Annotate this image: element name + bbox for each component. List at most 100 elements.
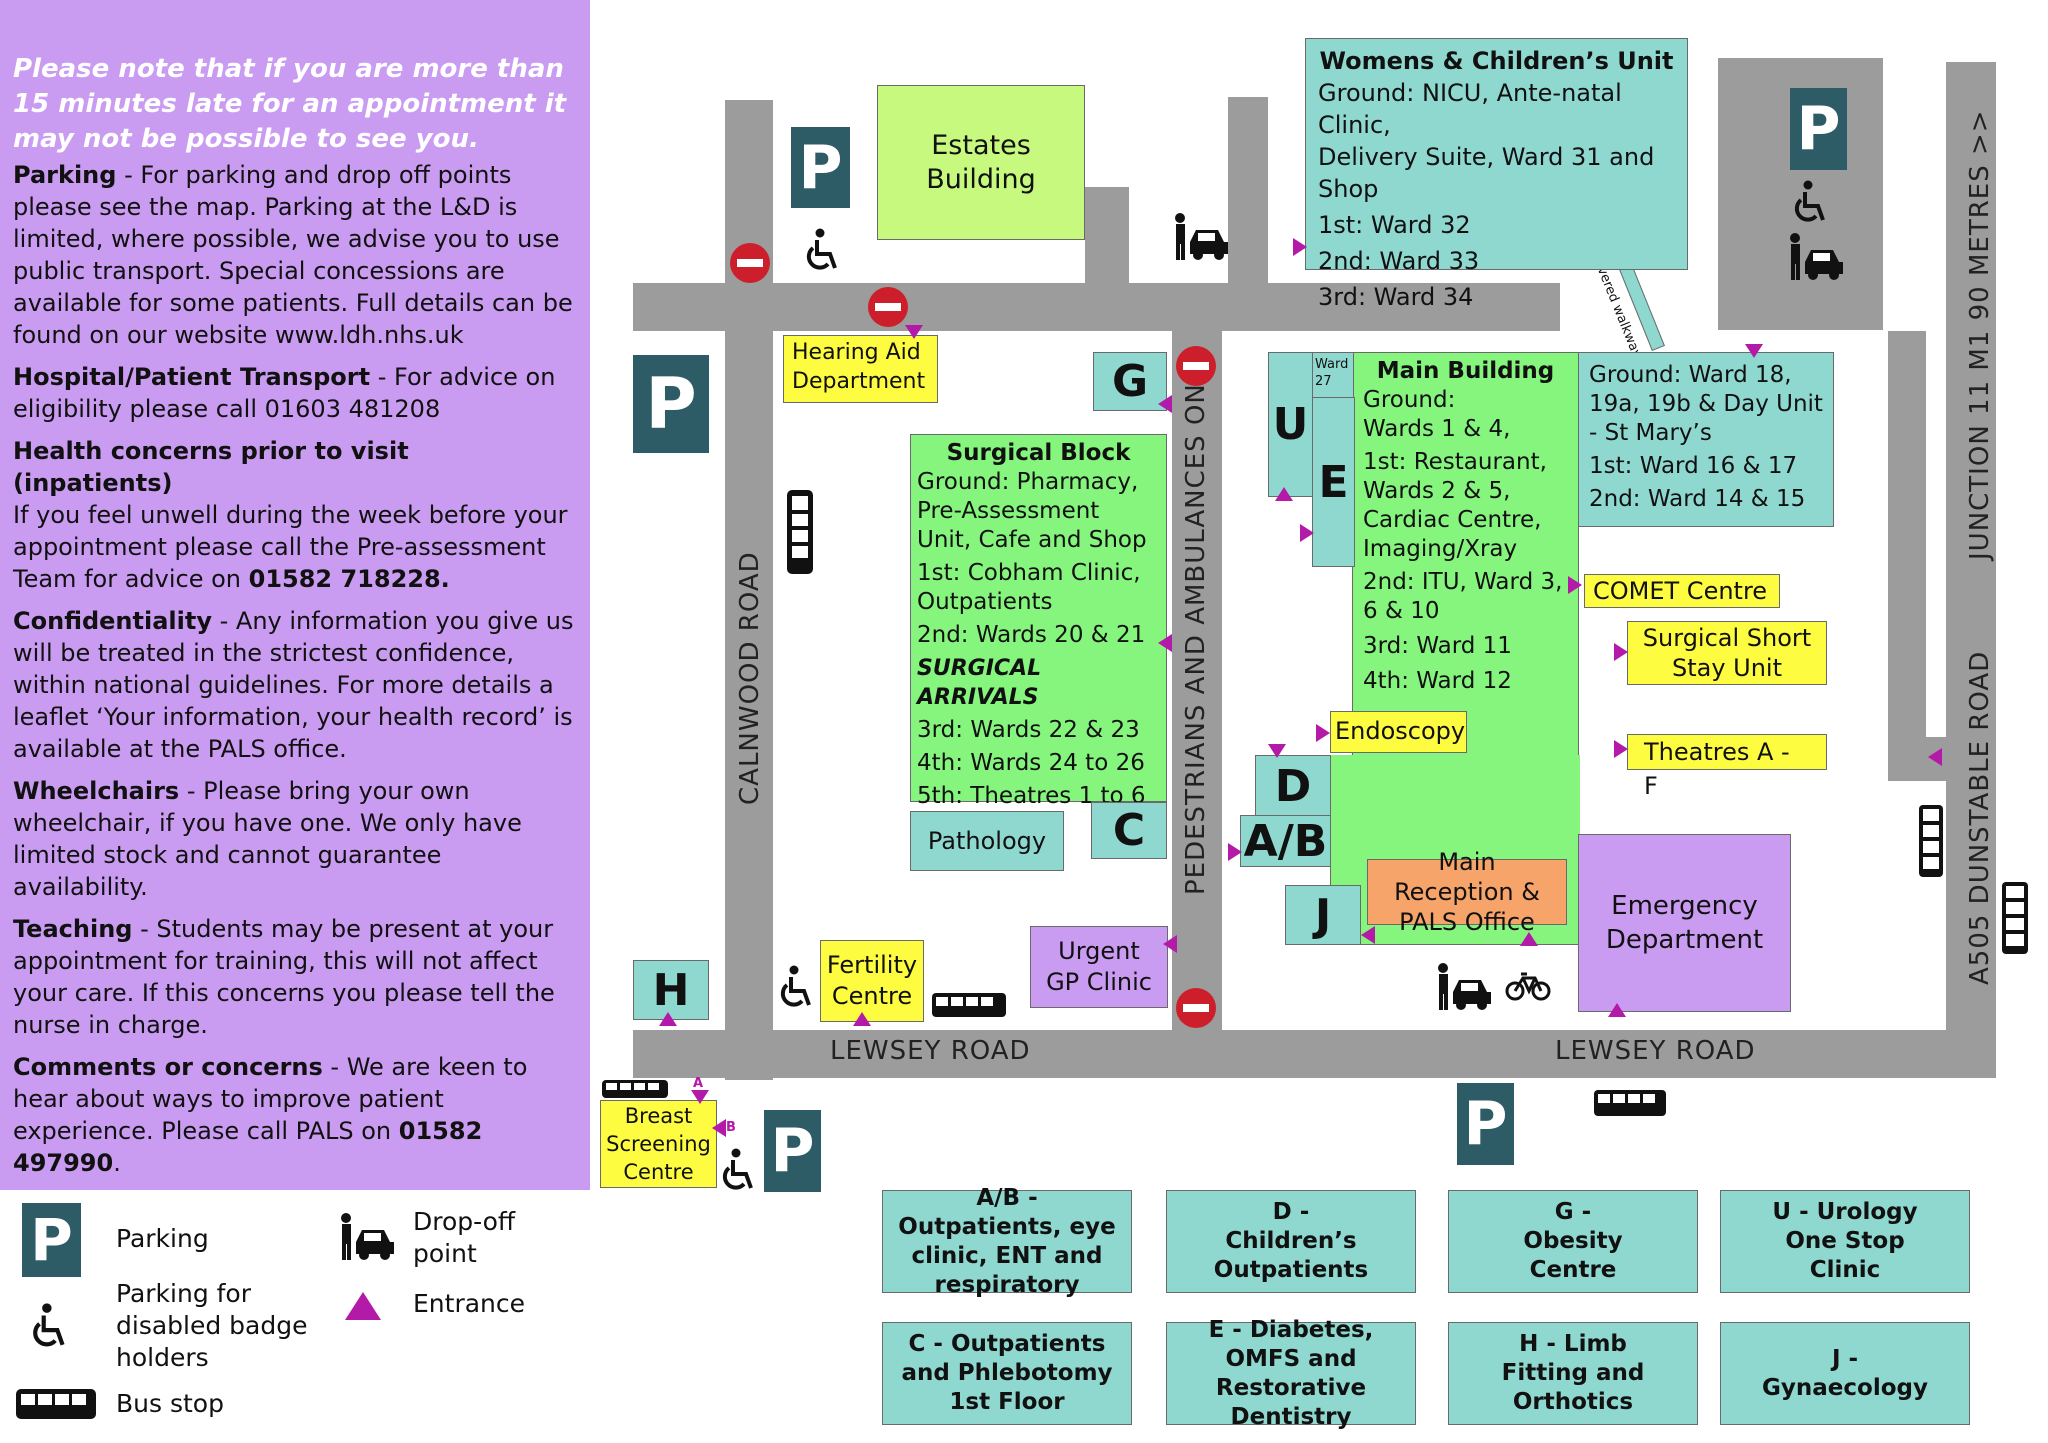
entrance-b-label: B [726, 1120, 736, 1135]
entrance-marker [691, 1090, 709, 1104]
parking-icon: P [791, 127, 850, 208]
bus-stop-icon [2000, 880, 2030, 956]
pedestrians-road-label: PEDESTRIANS AND AMBULANCES ONLY [1181, 354, 1211, 895]
key-h: H - Limb Fitting and Orthotics [1448, 1322, 1698, 1425]
no-entry-icon [730, 243, 770, 283]
bicycle-icon [1505, 970, 1551, 1002]
hearing-aid-department: Hearing Aid Department [783, 335, 938, 403]
legend-parking-icon: P [22, 1203, 81, 1277]
entrance-marker [1316, 724, 1330, 742]
calnwood-road-label: CALNWOOD ROAD [735, 551, 765, 805]
womens-childrens-unit: Womens & Children’s Unit Ground: NICU, A… [1305, 38, 1688, 311]
legend-bus-label: Bus stop [116, 1389, 224, 1418]
surgical-block: Surgical Block Ground: Pharmacy, Pre-Ass… [910, 434, 1167, 809]
block-h: H [633, 960, 709, 1020]
main-title: Main Building [1376, 358, 1555, 384]
bus-stop-icon [785, 488, 817, 576]
drop-off-icon [1787, 232, 1845, 282]
key-j: J - Gynaecology [1720, 1322, 1970, 1425]
road-top-horizontal [633, 283, 1560, 331]
entrance-marker [905, 325, 923, 339]
entrance-marker [1614, 740, 1628, 758]
key-u: U - Urology One Stop Clinic [1720, 1190, 1970, 1293]
road-estates-spur-top [1085, 187, 1129, 227]
urgent-gp-clinic: Urgent GP Clinic [1030, 926, 1168, 1008]
wheelchair-icon [718, 1148, 760, 1194]
bus-stop-icon [1592, 1088, 1668, 1120]
entrance-marker [1228, 843, 1242, 861]
block-g: G [1093, 352, 1167, 411]
junction-label: JUNCTION 11 M1 90 METRES >> [1965, 109, 1995, 560]
bus-stop-icon [930, 991, 1008, 1021]
info-comments: Comments or concerns - We are keen to he… [13, 1053, 528, 1177]
wheelchair-icon [802, 228, 844, 274]
entrance-marker [1158, 395, 1172, 413]
parking-icon: P [1790, 88, 1847, 170]
estates-building: Estates Building [877, 85, 1085, 240]
endoscopy: Endoscopy [1330, 711, 1467, 753]
dunstable-road-label: A505 DUNSTABLE ROAD [1965, 650, 1995, 985]
main-reception-pals: Main Reception & PALS Office [1367, 848, 1567, 936]
drop-off-icon [1435, 962, 1493, 1012]
road-womens-spur [1228, 97, 1268, 287]
legend-dropoff-label: Drop-off point [413, 1207, 516, 1268]
emergency-department: Emergency Department [1578, 834, 1791, 1012]
bus-stop-icon [1917, 803, 1945, 879]
pedestrian-road [1172, 331, 1222, 1071]
entrance-marker [1163, 935, 1177, 953]
parking-icon: P [1457, 1083, 1514, 1165]
entrance-a-label: A [693, 1076, 704, 1091]
lewsey-road-label-left: LEWSEY ROAD [830, 1036, 1031, 1066]
ward-27: Ward 27 [1312, 352, 1354, 398]
breast-screening-centre: Breast Screening Centre [600, 1100, 717, 1188]
road-east-spur [1888, 331, 1926, 741]
entrance-marker [853, 1012, 871, 1026]
block-ab: A/B [1240, 815, 1331, 867]
entrance-marker [1614, 643, 1628, 661]
block-u: U [1268, 352, 1313, 497]
info-panel: Please note that if you are more than 15… [0, 0, 590, 1190]
key-g: G - Obesity Centre [1448, 1190, 1698, 1293]
wheelchair-icon [776, 965, 818, 1011]
entrance-marker [1568, 576, 1582, 594]
entrance-marker [712, 1119, 726, 1137]
entrance-marker [1300, 524, 1314, 542]
legend-drop-off-icon [338, 1212, 396, 1262]
key-e: E - Diabetes, OMFS and Restorative Denti… [1166, 1317, 1416, 1430]
womens-title: Womens & Children’s Unit [1319, 47, 1674, 75]
st-marys-block: Ground: Ward 18, 19a, 19b & Day Unit - S… [1578, 352, 1834, 527]
fertility-centre: Fertility Centre [820, 940, 924, 1022]
theatres-a-f: Theatres A - F [1627, 734, 1827, 800]
legend-wheelchair-icon [28, 1302, 72, 1352]
key-ab: A/B - Outpatients, eye clinic, ENT and r… [882, 1185, 1132, 1298]
parking-icon: P [633, 355, 709, 453]
key-d: D - Children’s Outpatients [1166, 1190, 1416, 1293]
key-c: C - Outpatients and Phlebotomy 1st Floor [882, 1322, 1132, 1425]
no-entry-icon [1176, 988, 1216, 1028]
info-wheelchairs: Wheelchairs - Please bring your own whee… [13, 777, 522, 901]
info-confidentiality: Confidentiality - Any information you gi… [13, 607, 574, 763]
entrance-marker [1361, 926, 1375, 944]
comet-centre: COMET Centre [1584, 574, 1780, 608]
entrance-marker [1275, 487, 1293, 501]
entrance-marker [1268, 744, 1286, 758]
late-warning: Please note that if you are more than 15… [13, 54, 567, 154]
legend-disabled-label: Parking for disabled badge holders [116, 1279, 308, 1372]
drop-off-icon [1172, 212, 1230, 262]
block-j: J [1285, 885, 1361, 945]
entrance-marker [1745, 344, 1763, 358]
entrance-marker [1520, 932, 1538, 946]
info-transport: Hospital/Patient Transport - For advice … [13, 363, 556, 423]
bus-stop-icon [600, 1078, 670, 1102]
block-c: C [1091, 802, 1167, 859]
dunstable-road [1946, 62, 1996, 1078]
wheelchair-icon [1790, 180, 1832, 226]
block-d: D [1255, 755, 1331, 817]
no-entry-icon [1176, 346, 1216, 386]
info-teaching: Teaching - Students may be present at yo… [13, 915, 555, 1039]
pathology: Pathology [910, 811, 1064, 871]
info-health: Health concerns prior to visit (inpatien… [13, 437, 568, 593]
parking-icon: P [764, 1110, 821, 1192]
info-parking: Parking - For parking and drop off point… [13, 161, 573, 349]
entrance-marker [1928, 748, 1942, 766]
